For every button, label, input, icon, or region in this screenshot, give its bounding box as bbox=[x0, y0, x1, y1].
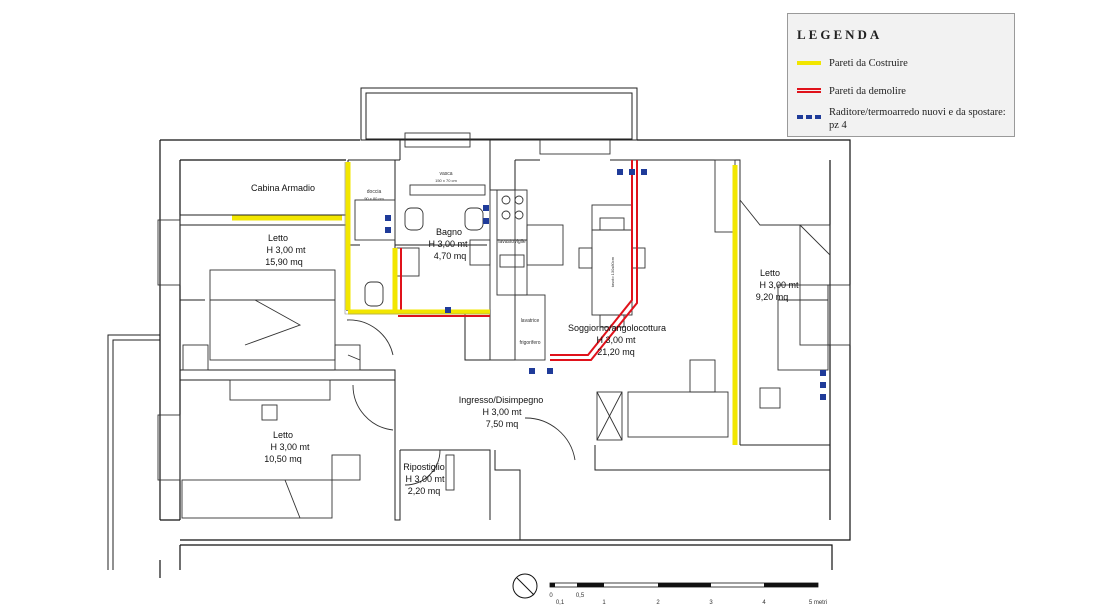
build-walls bbox=[232, 162, 738, 445]
label-letto1-area: 15,90 mq bbox=[265, 257, 303, 267]
label-soggiorno-height: H 3,00 mt bbox=[596, 335, 636, 345]
label-vasca: vasca bbox=[439, 171, 452, 177]
legend-label-demolish: Pareti da demolire bbox=[829, 86, 906, 97]
red-double-line-swatch bbox=[797, 88, 821, 93]
balcony-left bbox=[107, 334, 160, 570]
outer-walls bbox=[159, 139, 851, 578]
label-ripostiglio-name: Ripostiglio bbox=[403, 462, 445, 472]
label-bagno-name: Bagno bbox=[436, 227, 462, 237]
label-letto3-area: 9,20 mq bbox=[756, 292, 789, 302]
doors bbox=[346, 319, 576, 486]
label-vasca-size: 150 x 70 cm bbox=[435, 178, 457, 183]
label-soggiorno-name: Soggiorno/angolocottura bbox=[568, 323, 666, 333]
fixture-labels: doccia 90 x 80 cm vasca 150 x 70 cm lava… bbox=[364, 171, 615, 346]
label-ingresso-name: Ingresso/Disimpegno bbox=[459, 395, 544, 405]
label-ripostiglio-area: 2,20 mq bbox=[408, 486, 441, 496]
radiators bbox=[385, 169, 826, 400]
bedroom1-bed bbox=[182, 269, 361, 371]
legend-panel: LEGENDA Pareti da Costruire Pareti da de… bbox=[787, 13, 1015, 137]
bathroom-fixtures bbox=[354, 184, 491, 307]
scale-tick-3: 3 bbox=[709, 600, 713, 606]
legend-label-build: Pareti da Costruire bbox=[829, 58, 908, 69]
ripostiglio-shelf bbox=[445, 454, 455, 491]
label-doccia: doccia bbox=[367, 189, 382, 195]
label-letto3-height: H 3,00 mt bbox=[759, 280, 799, 290]
scale-tick-2: 2 bbox=[656, 600, 660, 606]
label-ingresso-area: 7,50 mq bbox=[486, 419, 519, 429]
scale-tick-0: 0 bbox=[549, 593, 553, 599]
legend-title: LEGENDA bbox=[797, 27, 883, 42]
label-tavolo: tavolo 130x80cm bbox=[610, 256, 615, 287]
room-labels: Cabina Armadio Letto H 3,00 mt 15,90 mq … bbox=[251, 183, 799, 496]
label-letto1-height: H 3,00 mt bbox=[266, 245, 306, 255]
label-bagno-area: 4,70 mq bbox=[434, 251, 467, 261]
radiator-icon bbox=[797, 115, 821, 119]
label-letto3-name: Letto bbox=[760, 268, 780, 278]
scale-tick-1: 1 bbox=[602, 600, 606, 606]
label-lavatrice: lavatrice bbox=[521, 318, 540, 324]
label-letto1-name: Letto bbox=[268, 233, 288, 243]
scale-tick-0-1: 0,1 bbox=[556, 600, 565, 606]
label-letto2-name: Letto bbox=[273, 430, 293, 440]
scale-tick-0-5: 0,5 bbox=[576, 593, 585, 599]
label-doccia-size: 90 x 80 cm bbox=[364, 196, 384, 201]
kitchen-counter bbox=[489, 189, 564, 361]
scale-bar: 0 0,1 0,5 1 2 3 4 5 metri bbox=[549, 582, 827, 606]
label-lavastoviglie: lavastoviglie bbox=[498, 239, 525, 245]
label-letto2-area: 10,50 mq bbox=[264, 454, 302, 464]
label-letto2-height: H 3,00 mt bbox=[270, 442, 310, 452]
compass-icon bbox=[512, 573, 538, 599]
bedroom2-bed bbox=[181, 379, 361, 519]
label-frigorifero: frigorifero bbox=[519, 340, 540, 346]
label-soggiorno-area: 21,20 mq bbox=[597, 347, 635, 357]
windows bbox=[157, 132, 851, 481]
label-bagno-height: H 3,00 mt bbox=[428, 239, 468, 249]
legend-label-radiator: Raditore/termoarredo nuovi e da spostare… bbox=[829, 107, 1006, 131]
scale-tick-5: 5 metri bbox=[809, 600, 827, 606]
label-ingresso-height: H 3,00 mt bbox=[482, 407, 522, 417]
yellow-line-swatch bbox=[797, 61, 821, 65]
scale-tick-4: 4 bbox=[762, 600, 766, 606]
sofa bbox=[596, 359, 729, 441]
label-cabina: Cabina Armadio bbox=[251, 183, 315, 193]
build-walls-outline bbox=[344, 162, 490, 315]
balcony-top bbox=[360, 87, 638, 141]
label-ripostiglio-height: H 3,00 mt bbox=[405, 474, 445, 484]
